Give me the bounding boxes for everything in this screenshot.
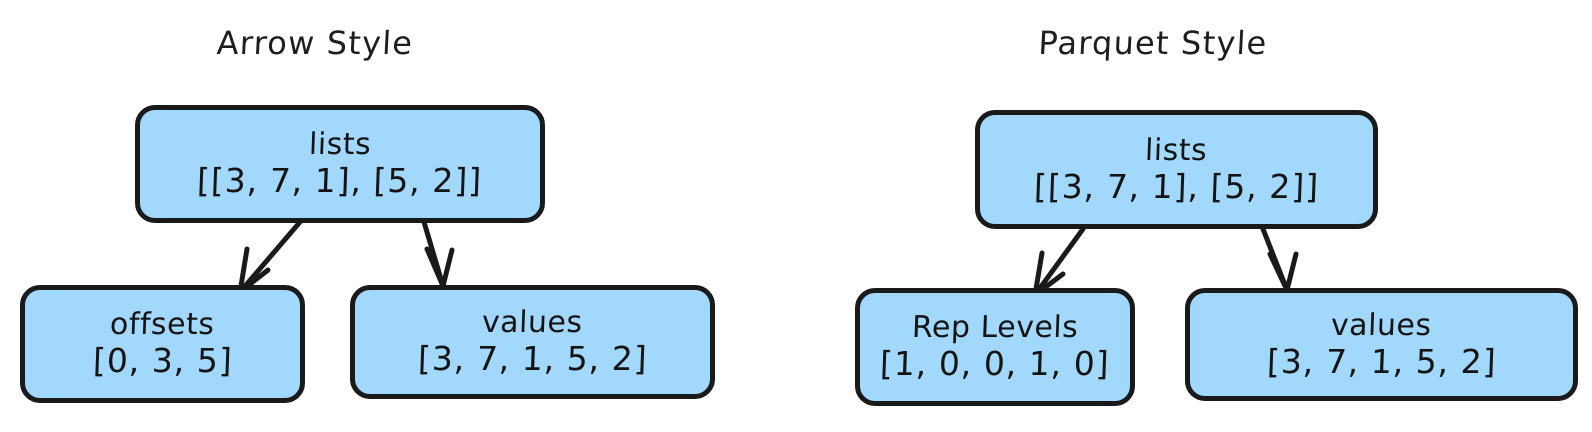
node-arrow-lists[interactable]: lists [[3, 7, 1], [5, 2]] — [135, 105, 545, 223]
node-arrow-values-value: [3, 7, 1, 5, 2] — [417, 339, 649, 379]
node-arrow-values[interactable]: values [3, 7, 1, 5, 2] — [350, 285, 715, 399]
node-parquet-values-label: values — [1330, 307, 1433, 343]
node-parquet-values-value: [3, 7, 1, 5, 2] — [1266, 341, 1498, 381]
node-parquet-rep-levels-label: Rep Levels — [911, 310, 1079, 346]
node-arrow-offsets-label: offsets — [109, 307, 216, 343]
node-parquet-rep-levels[interactable]: Rep Levels [1, 0, 0, 1, 0] — [855, 288, 1135, 406]
edge-arrow-lists-to-values — [421, 219, 455, 289]
node-parquet-lists-label: lists — [1144, 132, 1209, 168]
edge-parquet-lists-to-values — [1260, 226, 1299, 293]
node-arrow-offsets[interactable]: offsets [0, 3, 5] — [20, 285, 305, 403]
node-parquet-values[interactable]: values [3, 7, 1, 5, 2] — [1185, 288, 1578, 401]
panel-title-parquet-style: Parquet Style — [1037, 24, 1269, 62]
edge-parquet-lists-to-rep-levels — [1032, 226, 1086, 298]
node-parquet-lists-value: [[3, 7, 1], [5, 2]] — [1033, 166, 1320, 206]
node-arrow-offsets-value: [0, 3, 5] — [91, 341, 234, 381]
node-parquet-lists[interactable]: lists [[3, 7, 1], [5, 2]] — [975, 110, 1378, 229]
node-arrow-lists-label: lists — [308, 127, 372, 163]
edge-arrow-lists-to-offsets — [237, 219, 303, 295]
node-parquet-rep-levels-value: [1, 0, 0, 1, 0] — [879, 344, 1111, 384]
node-arrow-values-label: values — [481, 305, 584, 341]
node-arrow-lists-value: [[3, 7, 1], [5, 2]] — [196, 161, 484, 201]
panel-title-arrow-style: Arrow Style — [215, 24, 415, 62]
